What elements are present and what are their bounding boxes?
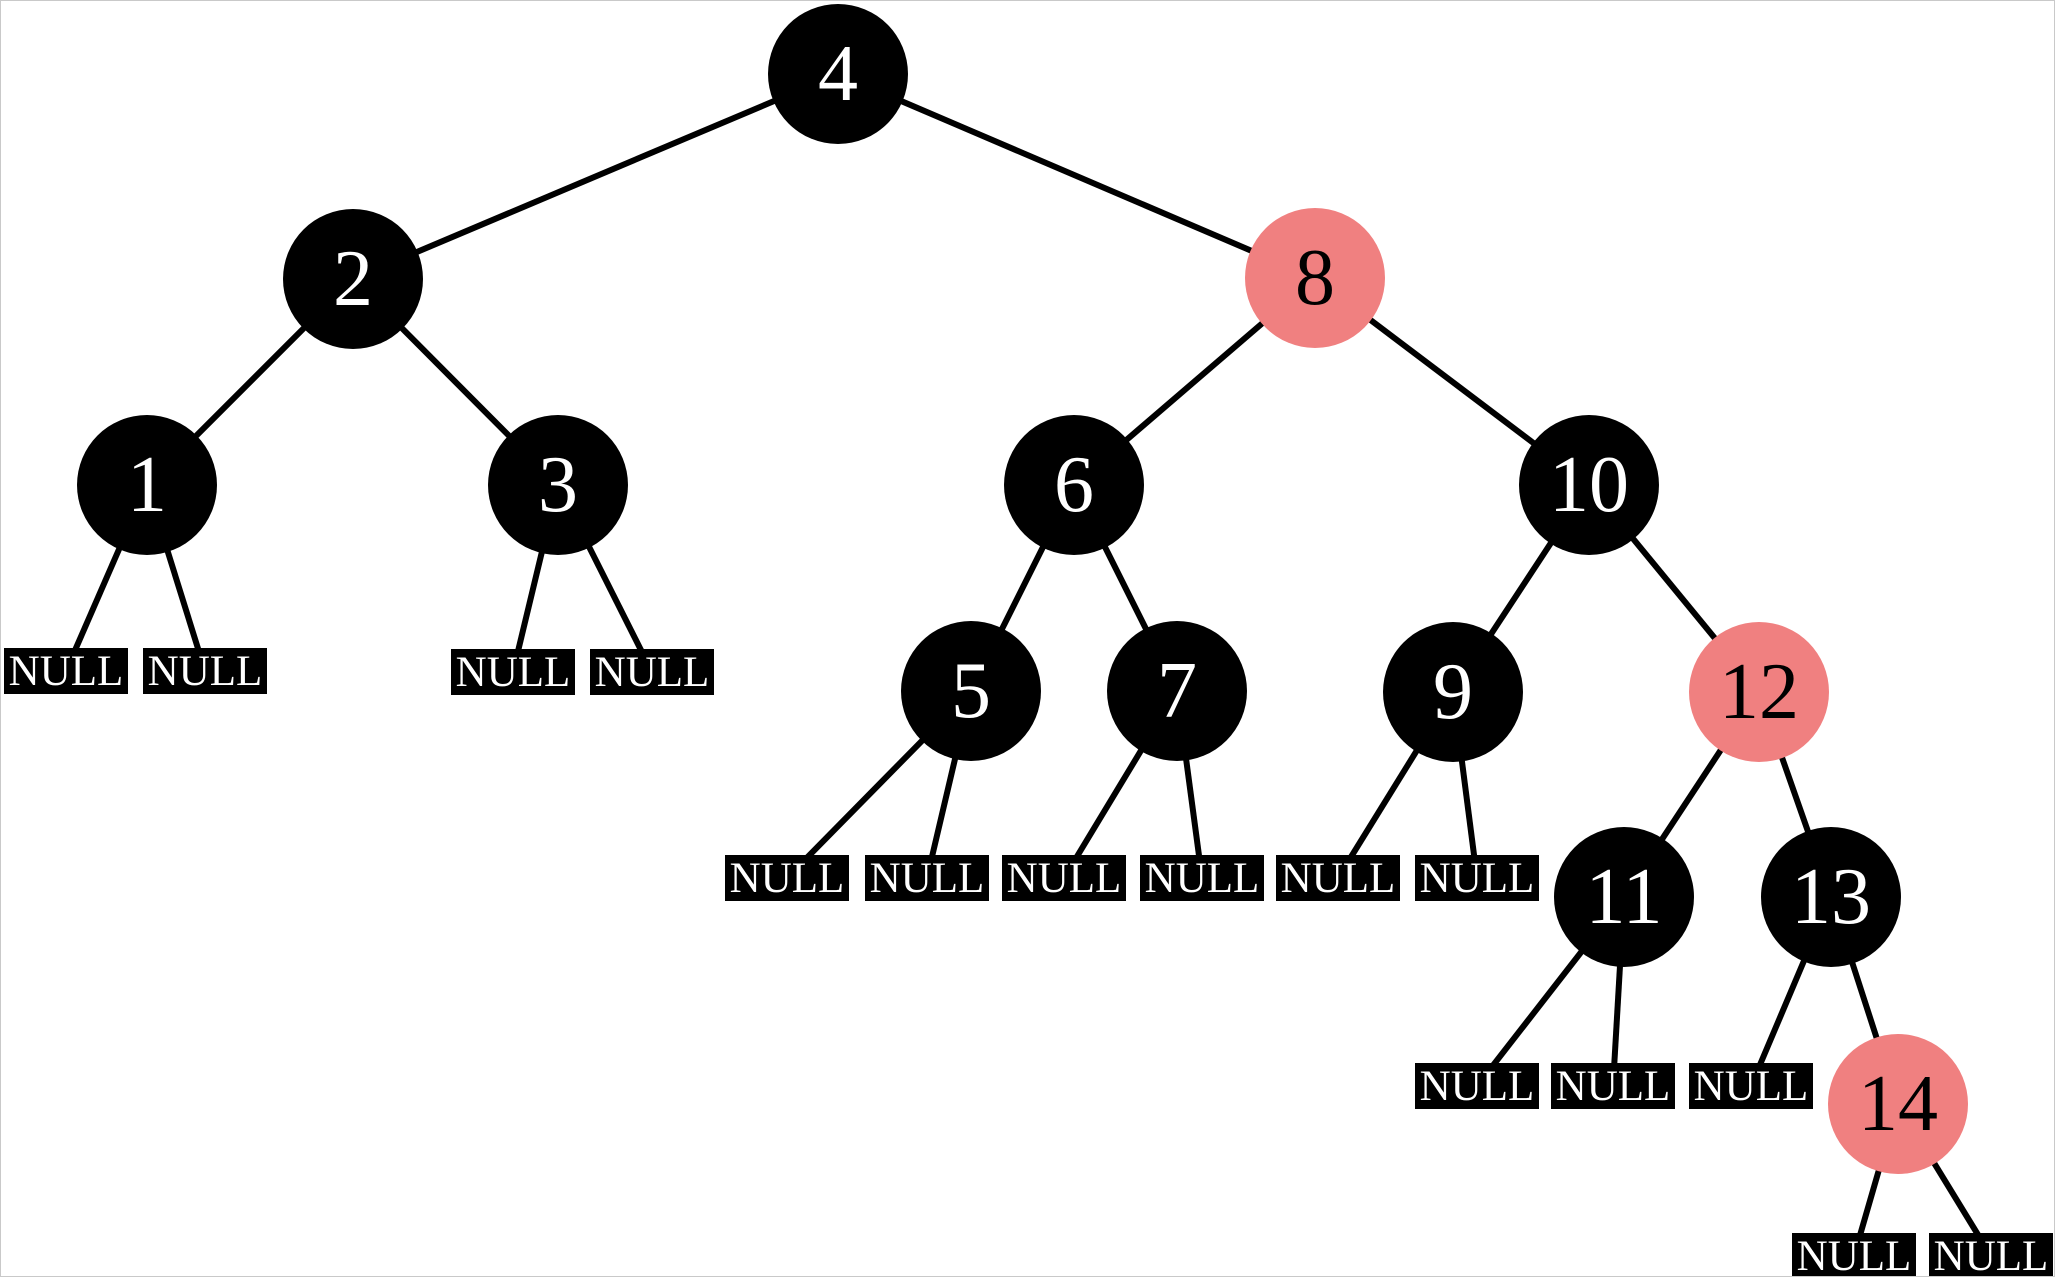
null-leaf-nullB1: NULL — [725, 855, 849, 901]
tree-node-14: 14 — [1828, 1034, 1968, 1174]
tree-node-11: 11 — [1554, 827, 1694, 967]
null-leaf-nullD2: NULL — [1929, 1233, 2053, 1276]
null-leaf-nullB5: NULL — [1276, 855, 1400, 901]
null-leaf-nullA4: NULL — [590, 649, 714, 695]
null-leaf-nullC2: NULL — [1551, 1063, 1675, 1109]
tree-node-1: 1 — [77, 415, 217, 555]
tree-node-12: 12 — [1689, 622, 1829, 762]
tree-node-9: 9 — [1383, 622, 1523, 762]
tree-node-3: 3 — [488, 415, 628, 555]
edge-4-8 — [836, 71, 1317, 281]
tree-node-6: 6 — [1004, 415, 1144, 555]
null-leaf-nullA3: NULL — [451, 649, 575, 695]
tree-node-2: 2 — [283, 209, 423, 349]
null-leaf-nullB3: NULL — [1002, 855, 1126, 901]
tree-node-4: 4 — [768, 4, 908, 144]
null-leaf-nullB6: NULL — [1415, 855, 1539, 901]
null-leaf-nullD1: NULL — [1792, 1233, 1916, 1276]
tree-node-10: 10 — [1519, 415, 1659, 555]
null-leaf-nullC1: NULL — [1415, 1063, 1539, 1109]
null-leaf-nullB4: NULL — [1140, 855, 1264, 901]
null-leaf-nullB2: NULL — [865, 855, 989, 901]
tree-node-13: 13 — [1761, 827, 1901, 967]
tree-node-7: 7 — [1107, 621, 1247, 761]
edge-4-2 — [351, 71, 840, 282]
tree-node-8: 8 — [1245, 208, 1385, 348]
null-leaf-nullC3: NULL — [1689, 1063, 1813, 1109]
tree-node-5: 5 — [901, 621, 1041, 761]
null-leaf-nullA1: NULL — [4, 648, 128, 694]
null-leaf-nullA2: NULL — [143, 648, 267, 694]
